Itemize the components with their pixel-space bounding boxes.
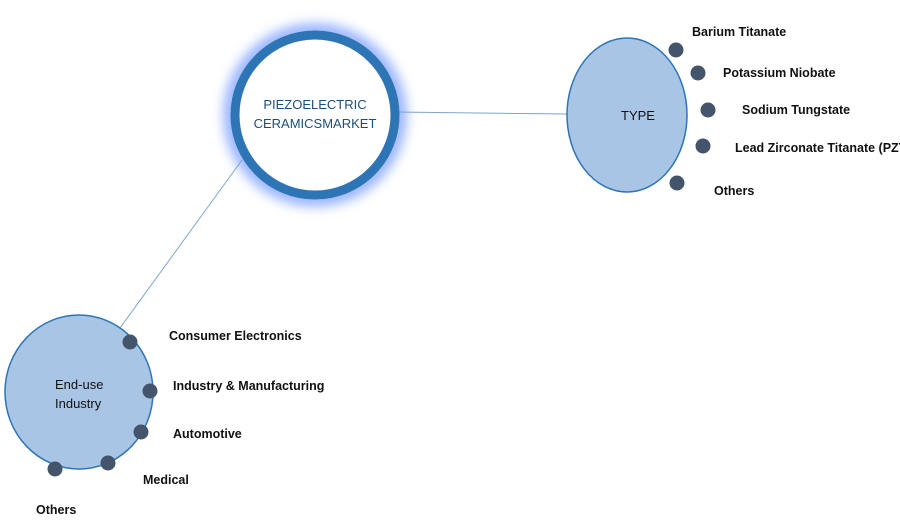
connector-enduse — [119, 159, 243, 329]
center-title-line1: PIEZOELECTRIC — [263, 97, 366, 112]
connector-type — [394, 111, 568, 115]
type-item: Barium Titanate — [692, 25, 786, 39]
enduse-item: Consumer Electronics — [169, 329, 302, 343]
center-node: PIEZOELECTRIC CERAMICSMARKET — [224, 24, 406, 206]
type-dot — [669, 175, 685, 191]
enduse-item: Others — [36, 503, 76, 517]
enduse-dot — [133, 424, 149, 440]
type-dot — [695, 138, 711, 154]
enduse-dot — [100, 455, 116, 471]
enduse-item: Industry & Manufacturing — [173, 379, 324, 393]
type-dot — [668, 42, 684, 58]
enduse-dot — [142, 383, 158, 399]
type-item: Potassium Niobate — [723, 66, 836, 80]
type-item: Lead Zirconate Titanate (PZT) — [735, 141, 900, 155]
enduse-node: End-use Industry Consumer Electronics In… — [4, 314, 324, 517]
center-title-line2: CERAMICSMARKET — [254, 116, 377, 131]
enduse-dot — [122, 334, 138, 350]
enduse-item: Automotive — [173, 427, 242, 441]
type-dot — [690, 65, 706, 81]
type-node: TYPE Barium Titanate Potassium Niobate S… — [566, 25, 900, 198]
enduse-dot — [47, 461, 63, 477]
enduse-label-line1: End-use — [55, 377, 103, 392]
type-label: TYPE — [621, 108, 655, 123]
type-item: Others — [714, 184, 754, 198]
type-dot — [700, 102, 716, 118]
type-item: Sodium Tungstate — [742, 103, 850, 117]
enduse-item: Medical — [143, 473, 189, 487]
enduse-label-line2: Industry — [55, 396, 102, 411]
